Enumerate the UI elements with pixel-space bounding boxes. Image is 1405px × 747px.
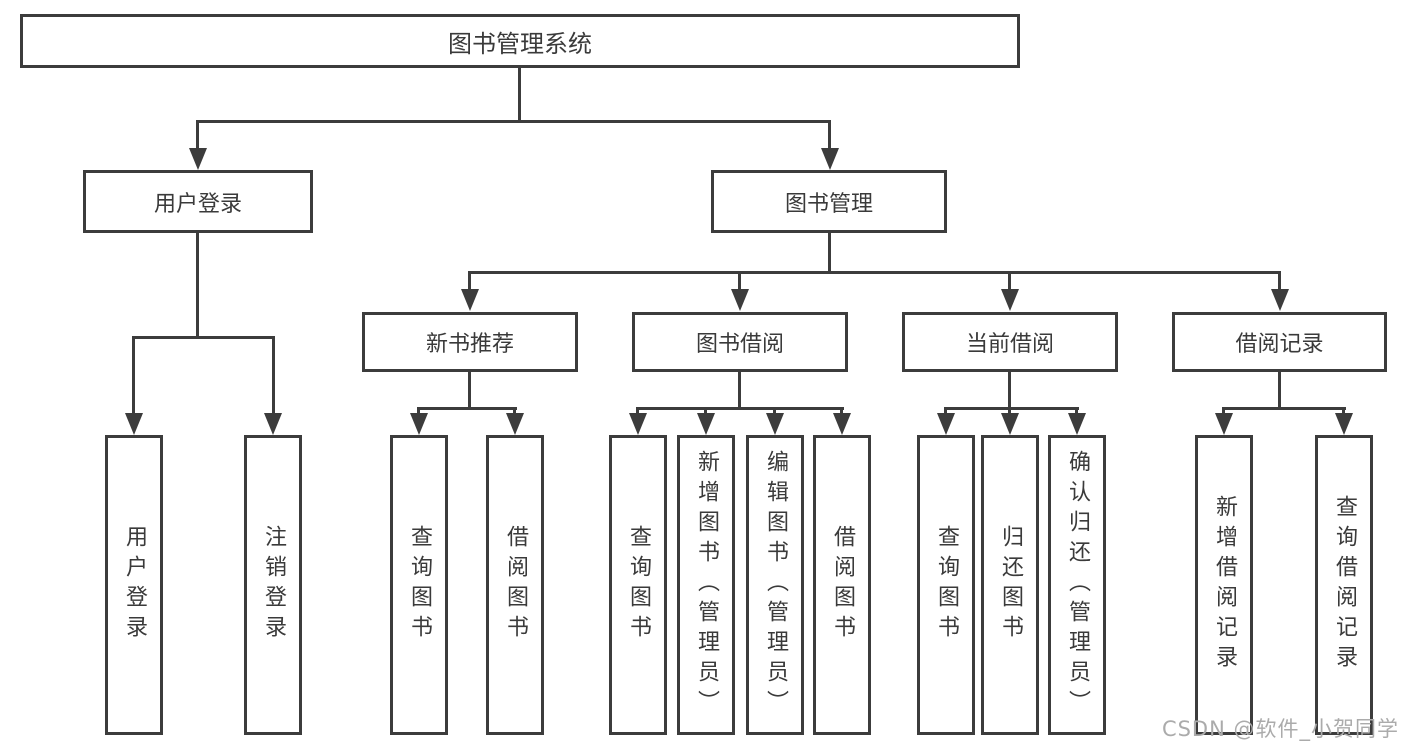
node-rec-query-books: 查询图书 <box>390 435 448 735</box>
node-label: 借阅图书 <box>830 525 855 645</box>
connector-book-mgmt-stem <box>828 233 831 274</box>
arrowhead-cb-confirm <box>1068 413 1086 435</box>
connector-drop-book-borrow <box>738 271 741 291</box>
connector-current-borrow-stem <box>1008 372 1011 410</box>
connector-drop-user-login <box>196 120 199 152</box>
connector-drop-rec-query <box>417 407 420 417</box>
connector-user-login-stem <box>196 233 199 338</box>
connector-level2-horizontal <box>468 271 1281 274</box>
node-label: 用户登录 <box>122 525 147 645</box>
arrowhead-current-borrow <box>1001 289 1019 311</box>
node-cb-return-books: 归还图书 <box>981 435 1039 735</box>
csdn-watermark: CSDN @软件_小贺同学 <box>1161 717 1399 741</box>
node-cb-confirm-return-admin: 确认归还（管理员） <box>1048 435 1106 735</box>
node-new-book-recommendation: 新书推荐 <box>362 312 578 372</box>
connector-drop-rec-borrow <box>513 407 516 417</box>
arrowhead-borrow-records <box>1271 289 1289 311</box>
node-label: 新增图书（管理员） <box>694 450 719 720</box>
connector-drop-cb-query <box>944 407 947 417</box>
node-library-management-system: 图书管理系统 <box>20 14 1020 68</box>
node-rec-borrow-books: 借阅图书 <box>486 435 544 735</box>
connector-drop-cb-confirm <box>1075 407 1078 417</box>
node-leaf-user-login: 用户登录 <box>105 435 163 735</box>
connector-rec-horizontal <box>417 407 517 410</box>
arrowhead-br-query <box>1335 413 1353 435</box>
arrowhead-bb-add <box>697 413 715 435</box>
arrowhead-cb-query <box>937 413 955 435</box>
node-label: 新书推荐 <box>425 332 514 357</box>
node-label: 图书管理 <box>784 191 873 217</box>
arrowhead-br-add <box>1215 413 1233 435</box>
node-label: 图书借阅 <box>695 332 784 357</box>
connector-drop-book-mgmt <box>828 120 831 152</box>
connector-cb-horizontal <box>944 407 1079 410</box>
node-label: 图书管理系统 <box>448 29 592 58</box>
connector-drop-bb-query <box>636 407 639 417</box>
connector-drop-cb-return <box>1008 407 1011 417</box>
node-bb-borrow-books: 借阅图书 <box>813 435 871 735</box>
connector-drop-new-book-rec <box>468 271 471 291</box>
node-borrowing-records: 借阅记录 <box>1172 312 1387 372</box>
node-bb-edit-books-admin: 编辑图书（管理员） <box>746 435 804 735</box>
connector-drop-br-add <box>1222 407 1225 417</box>
connector-root-stem <box>518 68 521 122</box>
node-book-management: 图书管理 <box>711 170 947 233</box>
node-bb-query-books: 查询图书 <box>609 435 667 735</box>
node-label: 查询图书 <box>626 525 651 645</box>
node-label: 确认归还（管理员） <box>1065 450 1090 720</box>
node-bb-add-books-admin: 新增图书（管理员） <box>677 435 735 735</box>
connector-drop-leaf-logout <box>272 336 275 416</box>
node-br-add-record: 新增借阅记录 <box>1195 435 1253 735</box>
connector-bb-horizontal <box>636 407 844 410</box>
arrowhead-rec-query <box>410 413 428 435</box>
connector-drop-br-query <box>1342 407 1345 417</box>
node-br-query-record: 查询借阅记录 <box>1315 435 1373 735</box>
node-label: 用户登录 <box>153 191 242 217</box>
node-label: 借阅记录 <box>1235 332 1324 357</box>
arrowhead-cb-return <box>1001 413 1019 435</box>
arrowhead-bb-query <box>629 413 647 435</box>
connector-drop-bb-add <box>704 407 707 417</box>
node-label: 当前借阅 <box>965 332 1054 357</box>
connector-drop-bb-borrow <box>840 407 843 417</box>
node-label: 借阅图书 <box>503 525 528 645</box>
connector-user-login-horizontal <box>132 336 275 339</box>
node-book-borrowing: 图书借阅 <box>632 312 848 372</box>
arrowhead-leaf-logout <box>264 413 282 435</box>
node-label: 查询图书 <box>934 525 959 645</box>
arrowhead-bb-borrow <box>833 413 851 435</box>
node-label: 注销登录 <box>261 525 286 645</box>
arrowhead-leaf-user-login <box>125 413 143 435</box>
arrowhead-book-mgmt <box>821 148 839 170</box>
connector-new-book-rec-stem <box>468 372 471 410</box>
node-cb-query-books: 查询图书 <box>917 435 975 735</box>
connector-level1-horizontal <box>196 120 831 123</box>
arrowhead-book-borrow <box>731 289 749 311</box>
connector-drop-current-borrow <box>1008 271 1011 291</box>
connector-drop-borrow-records <box>1278 271 1281 291</box>
connector-br-horizontal <box>1222 407 1346 410</box>
arrowhead-user-login <box>189 148 207 170</box>
node-leaf-logout: 注销登录 <box>244 435 302 735</box>
node-user-login: 用户登录 <box>83 170 313 233</box>
arrowhead-rec-borrow <box>506 413 524 435</box>
arrowhead-new-book-rec <box>461 289 479 311</box>
node-label: 编辑图书（管理员） <box>763 450 788 720</box>
connector-drop-leaf-user-login <box>132 336 135 416</box>
connector-book-borrow-stem <box>738 372 741 410</box>
connector-drop-bb-edit <box>773 407 776 417</box>
node-label: 查询图书 <box>407 525 432 645</box>
node-label: 查询借阅记录 <box>1332 495 1357 675</box>
node-label: 归还图书 <box>998 525 1023 645</box>
arrowhead-bb-edit <box>766 413 784 435</box>
connector-borrow-records-stem <box>1278 372 1281 410</box>
node-label: 新增借阅记录 <box>1212 495 1237 675</box>
node-current-borrowing: 当前借阅 <box>902 312 1118 372</box>
